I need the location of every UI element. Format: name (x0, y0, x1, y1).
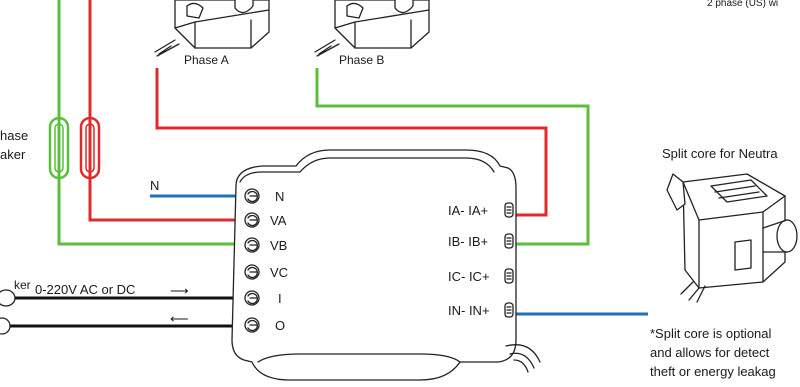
terminal-in-label: IN- IN+ (448, 303, 490, 318)
phase-b-wire-ct (315, 68, 590, 246)
terminal-vc-label: VC (270, 265, 288, 280)
terminal-o-label: O (275, 318, 285, 333)
neutral-label: N (150, 178, 159, 193)
terminal-vb-label: VB (270, 238, 287, 253)
ct-phase-a-clamp (154, 0, 270, 57)
phase-b-label: Phase B (339, 53, 384, 67)
terminal-ia-label: IA- IA+ (448, 203, 488, 218)
split-core-title: Split core for Neutra (662, 146, 778, 161)
terminal-screws-left (244, 188, 260, 333)
power-breaker-icon (0, 289, 16, 335)
arrow-left-icon: ⟵ (170, 311, 189, 326)
ct-neutral-clamp (666, 173, 798, 303)
ct-phase-b-clamp (314, 0, 430, 57)
footnote-line-3: theft or energy leakag (650, 364, 776, 379)
breaker-label-line-2: aker (0, 147, 26, 162)
power-input-label: 0-220V AC or DC (35, 282, 135, 297)
terminal-ib-label: IB- IB+ (448, 234, 488, 249)
phase-a-wire-ct (155, 68, 548, 217)
power-breaker-label: ker (14, 278, 31, 292)
arrow-right-icon: ⟶ (170, 283, 189, 298)
phase-a-label: Phase A (184, 53, 229, 67)
terminal-va-label: VA (270, 213, 287, 228)
terminal-screws-right (504, 202, 514, 318)
terminal-ic-label: IC- IC+ (448, 269, 490, 284)
breaker-loops (48, 116, 101, 180)
phase-b-wire-left (57, 0, 236, 246)
breaker-label-line-1: hase (0, 128, 28, 143)
terminal-i-label: I (278, 291, 282, 306)
footnote-line-1: *Split core is optional (650, 326, 772, 341)
terminal-n-label: N (275, 189, 284, 204)
footnote-line-2: and allows for detect (650, 345, 770, 360)
phase-a-wire-left (88, 0, 236, 222)
energy-monitor-device (231, 149, 541, 381)
top-right-note: 2 phase (US) wi (707, 0, 778, 9)
